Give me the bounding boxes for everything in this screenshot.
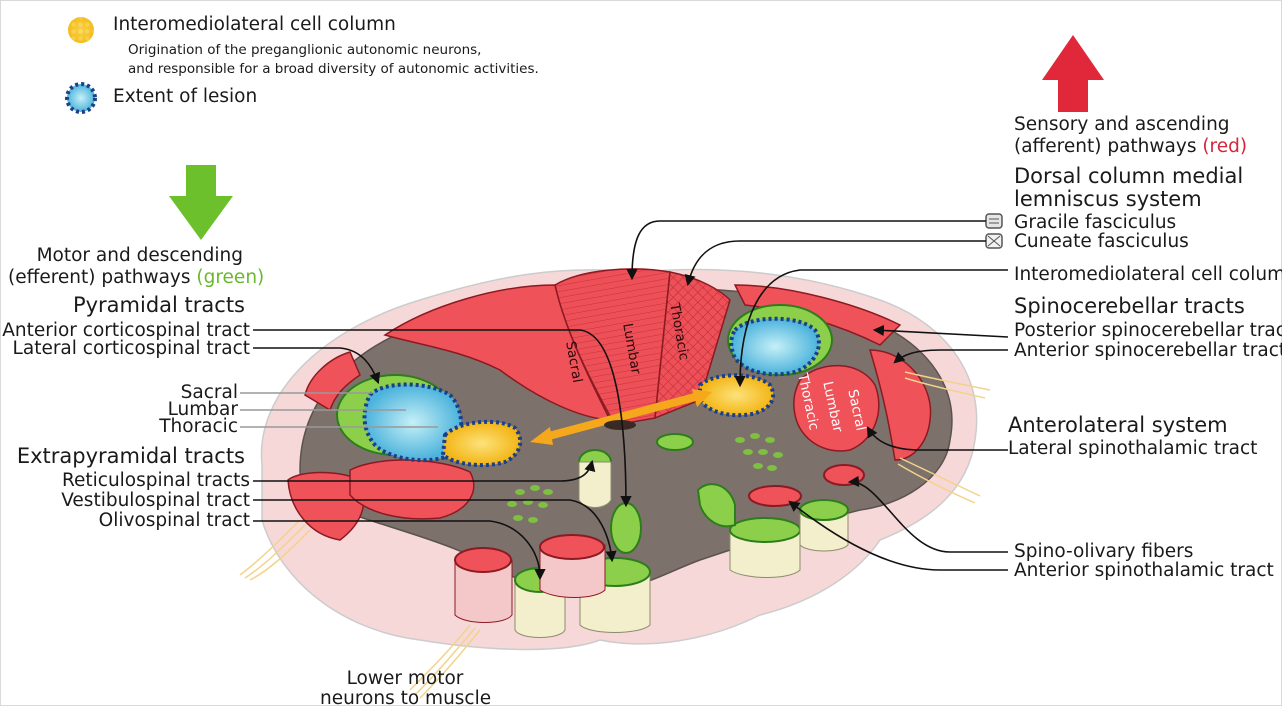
central-canal bbox=[604, 420, 636, 430]
level-thoracic-label: Thoracic bbox=[100, 416, 238, 437]
cuneate-label: Cuneate fasciculus bbox=[1014, 231, 1189, 252]
dorsal-title-1: Dorsal column medial bbox=[1014, 164, 1243, 188]
iml-legend-desc-2: and responsible for a broad diversity of… bbox=[128, 61, 539, 78]
motor-line-1: Motor and descending bbox=[8, 245, 243, 266]
iml-legend-title: Interomediolateral cell column bbox=[113, 14, 396, 35]
lesion-legend-title: Extent of lesion bbox=[113, 86, 257, 107]
anterior-cs-green bbox=[611, 503, 641, 553]
cuneate-icon bbox=[986, 234, 1002, 248]
anterior-st-label: Anterior spinothalamic tract bbox=[1014, 560, 1274, 581]
dorsal-title-2: lemniscus system bbox=[1014, 187, 1202, 211]
vestibulospinal-label: Vestibulospinal tract bbox=[0, 490, 250, 511]
posterior-sc-label: Posterior spinocerebellar tract bbox=[1014, 320, 1282, 341]
anterolateral-title: Anterolateral system bbox=[1008, 413, 1228, 437]
iml-legend-desc-1: Origination of the preganglionic autonom… bbox=[128, 42, 481, 59]
lesion-legend-icon bbox=[67, 84, 95, 112]
down-arrow-icon bbox=[169, 165, 233, 240]
right-lesion bbox=[731, 319, 819, 375]
gracile-icon bbox=[986, 214, 1002, 228]
sensory-line-2: (afferent) pathways (red) bbox=[1014, 136, 1247, 157]
spinocerebellar-title: Spinocerebellar tracts bbox=[1014, 294, 1245, 318]
sensory-line-1: Sensory and ascending bbox=[1014, 114, 1230, 135]
ventral-stem-1 bbox=[579, 462, 611, 508]
lateral-cs-label: Lateral corticospinal tract bbox=[0, 338, 250, 359]
right-iml-label: Interomediolateral cell column bbox=[1014, 264, 1282, 285]
ventral-green-2 bbox=[657, 434, 693, 450]
olivospinal-label: Olivospinal tract bbox=[0, 510, 250, 531]
anterior-sc-label: Anterior spinocerebellar tract bbox=[1014, 340, 1282, 361]
iml-legend-icon bbox=[68, 17, 94, 43]
pyramidal-title: Pyramidal tracts bbox=[8, 293, 245, 317]
extrapyramidal-title: Extrapyramidal tracts bbox=[8, 444, 245, 468]
gracile-label: Gracile fasciculus bbox=[1014, 212, 1176, 233]
motor-line-2: (efferent) pathways (green) bbox=[8, 267, 245, 288]
lmn-line-1: Lower motor bbox=[320, 668, 490, 689]
spino-olivary-label: Spino-olivary fibers bbox=[1014, 541, 1193, 562]
right-iml bbox=[700, 375, 773, 415]
lateral-st-label: Lateral spinothalamic tract bbox=[1008, 438, 1257, 459]
reticulospinal-label: Reticulospinal tracts bbox=[0, 470, 250, 491]
up-arrow-icon bbox=[1042, 35, 1104, 112]
